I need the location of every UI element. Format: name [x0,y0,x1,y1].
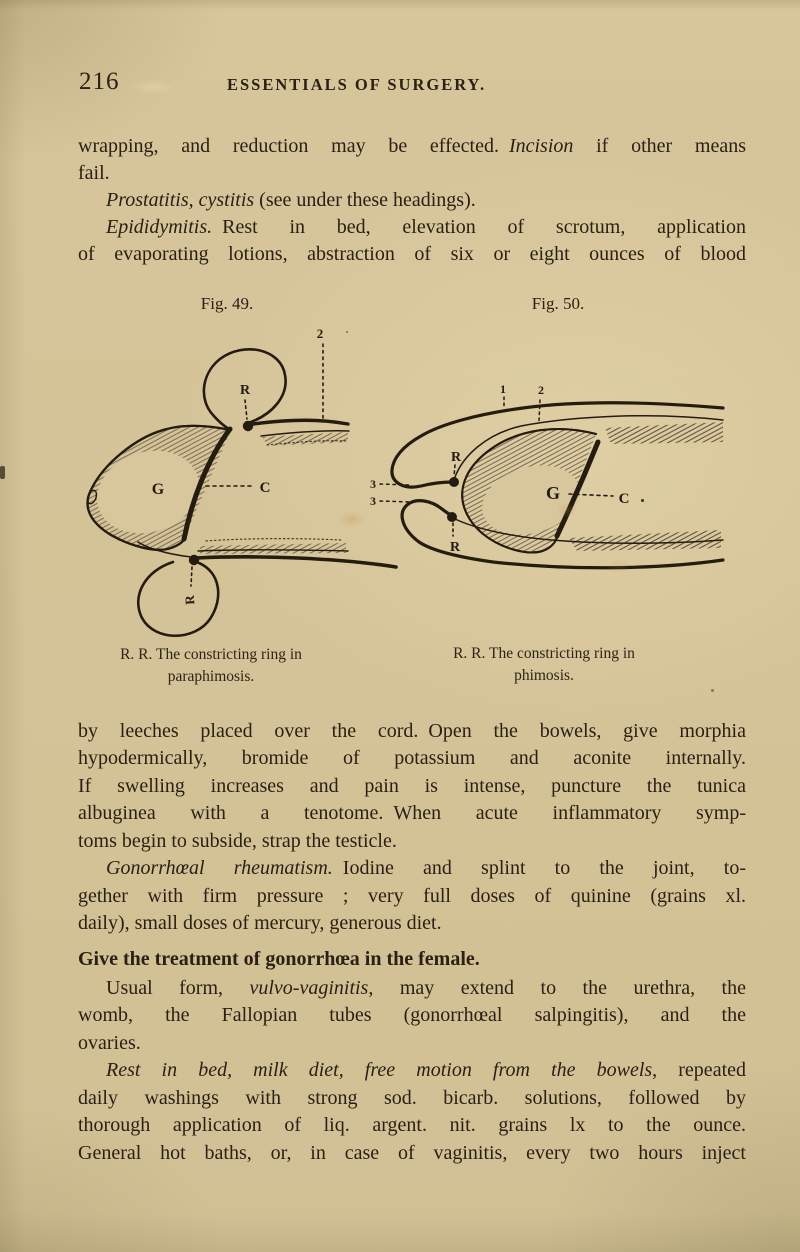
figure-49-caption: R. R. The constricting ring in paraphimo… [56,644,366,688]
ink-speck [346,331,348,333]
fig49-label-r-bottom: R [182,594,198,605]
figure-50-phimosis-diagram: 1 2 R 3 3 R [370,382,725,570]
body-line: Epididymitis. Rest in bed, elevation of … [106,216,746,238]
fig50-label-3-top: 3 [370,477,376,491]
fig50-label-2: 2 [538,383,544,397]
body-line: fail. [78,162,110,184]
body-line: daily washings with strong sod. bicarb. … [78,1087,746,1109]
body-line: toms begin to subside, strap the testicl… [78,830,397,852]
fig49-label-r-top: R [240,383,251,398]
figure-49-caption-line2: paraphimosis. [167,668,255,685]
body-line: womb, the Fallopian tubes (gonorrhœal sa… [78,1004,746,1026]
figure-50-caption-line2: phimosis. [514,667,574,684]
body-line: Prostatitis, cystitis (see under these h… [106,189,476,211]
running-title: ESSENTIALS OF SURGERY. [227,75,487,94]
fig50-label-3-bottom: 3 [370,494,376,508]
fig50-label-r-top: R [451,450,462,465]
body-line: Rest in bed, milk diet, free motion from… [106,1059,746,1081]
fig49-label-2: 2 [317,326,324,341]
fig50-label-g: G [546,483,560,503]
figure-50-caption: R. R. The constricting ring in phimosis. [392,643,696,687]
body-line: by leeches placed over the cord. Open th… [78,720,746,742]
page-number: 216 [79,68,120,95]
page-edge-mark [0,466,5,479]
figure-50-title: Fig. 50. [531,294,585,313]
figure-49-title: Fig. 49. [200,294,254,313]
figure-49-paraphimosis-diagram: 2 R G C [86,326,398,638]
body-line: General hot baths, or, in case of vagini… [78,1142,746,1164]
body-line: ovaries. [78,1032,141,1054]
body-line: wrapping, and reduction may be effected.… [78,135,746,157]
figure-49-caption-line1: R. R. The constricting ring in [120,646,302,663]
fig50-label-1: 1 [500,382,506,396]
body-line: albuginea with a tenotome. When acute in… [78,802,746,824]
body-line: hypodermically, bromide of potassium and… [78,747,746,769]
body-line: Gonorrhœal rheumatism. Iodine and splint… [106,857,746,879]
body-line: gether with firm pressure ; very full do… [78,885,746,907]
body-line: daily), small doses of mercury, generous… [78,912,442,934]
body-line: thorough application of liq. argent. nit… [78,1114,746,1136]
ink-speck [641,499,644,502]
fig49-label-c: C [260,480,271,496]
question-heading: Give the treatment of gonorrhœa in the f… [78,948,480,970]
figure-50-caption-line1: R. R. The constricting ring in [453,645,635,662]
ink-speck [711,689,714,692]
fig49-label-g: G [152,481,165,498]
fig50-label-r-bottom: R [450,540,461,555]
paper-smudge [130,80,176,94]
body-line: If swelling increases and pain is intens… [78,775,746,797]
fig50-label-c: C [619,491,630,507]
body-line: of evaporating lotions, abstraction of s… [78,243,746,265]
body-line: Usual form, vulvo-vaginitis, may extend … [106,977,746,999]
